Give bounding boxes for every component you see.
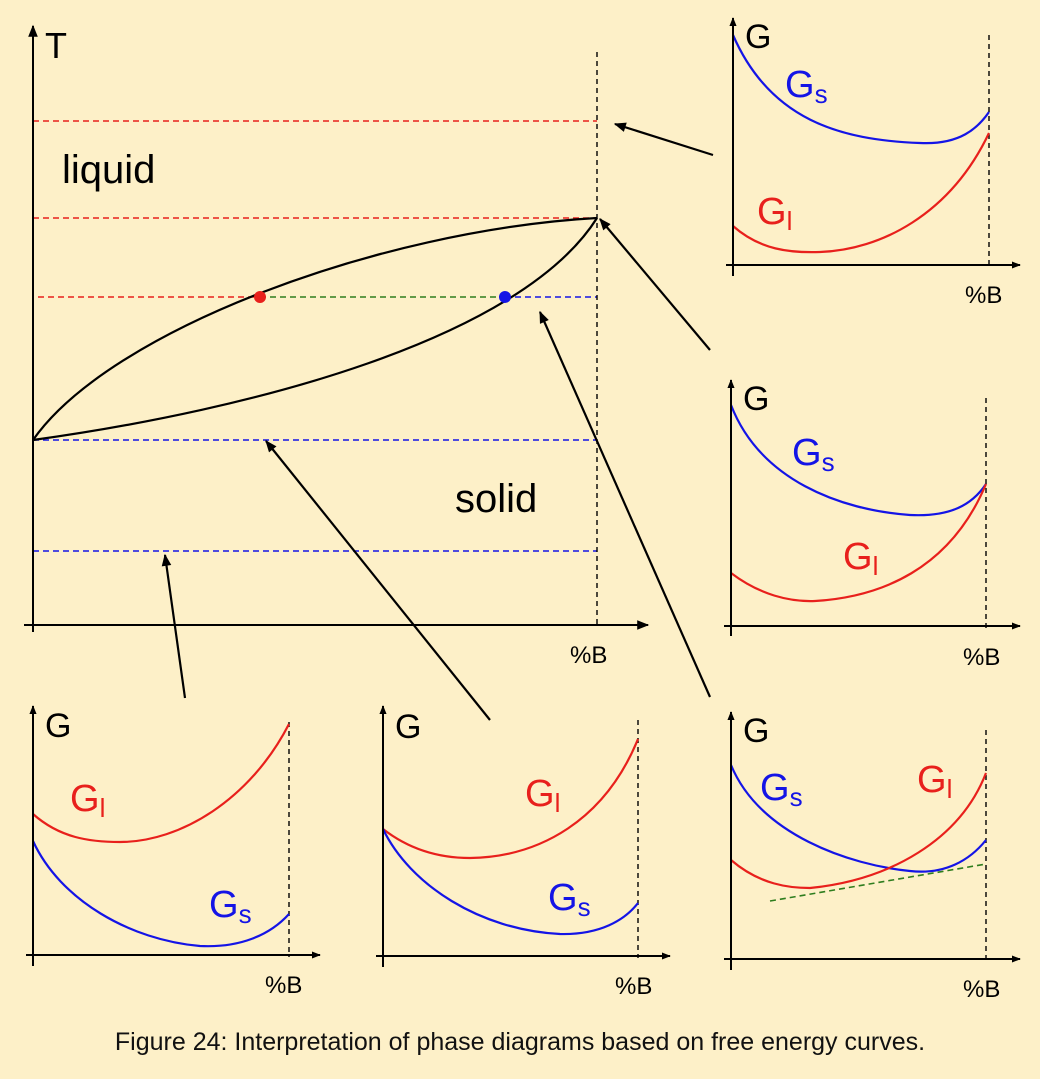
solid-region-label: solid — [455, 477, 537, 521]
panel-top-right: G %B Gs Gl — [726, 17, 1021, 309]
solid-free-energy-curve — [32, 840, 290, 948]
x-axis-label: %B — [265, 972, 302, 999]
solid-curve-label: Gs — [209, 884, 252, 929]
x-axis-label: %B — [963, 976, 1000, 1003]
arrow-bottom-mid — [265, 440, 491, 721]
g-axis-label: G — [395, 708, 421, 746]
liquid-curve-label: Gl — [757, 191, 792, 236]
arrow-mid-right — [599, 218, 711, 351]
x-axis-label: %B — [615, 973, 652, 1000]
common-tangent-line — [769, 863, 987, 902]
liquidus-curve — [32, 216, 598, 441]
g-axis-label: G — [45, 707, 71, 745]
solid-composition-point — [499, 291, 511, 303]
solid-free-energy-curve — [382, 828, 639, 936]
arrow-top-right — [613, 122, 714, 157]
liquid-free-energy-curve — [730, 772, 988, 890]
composition-axis-label: %B — [570, 642, 607, 669]
solid-curve-label: Gs — [548, 877, 591, 922]
panel-bottom-mid: G %B Gl Gs — [376, 705, 671, 1000]
temperature-axis-label: T — [45, 25, 67, 66]
panel-bottom-right: G %B Gs Gl — [724, 711, 1021, 1003]
solid-curve-label: Gs — [785, 64, 828, 109]
solid-free-energy-curve — [731, 34, 990, 145]
liquid-curve-label: Gl — [843, 536, 878, 581]
main-phase-diagram: T %B liquid solid — [24, 24, 650, 669]
x-axis-label: %B — [963, 644, 1000, 671]
solid-free-energy-curve — [729, 404, 987, 517]
liquid-curve-label: Gl — [525, 773, 560, 818]
g-axis-label: G — [743, 712, 769, 750]
correspondence-arrows — [161, 122, 714, 721]
x-axis-label: %B — [965, 282, 1002, 309]
g-axis-label: G — [745, 18, 771, 56]
liquid-curve-label: Gl — [70, 778, 105, 823]
liquid-free-energy-curve — [382, 738, 640, 860]
figure-caption: Figure 24: Interpretation of phase diagr… — [114, 1028, 926, 1056]
liquid-curve-label: Gl — [917, 759, 952, 804]
panel-mid-right: G %B Gs Gl — [724, 379, 1021, 671]
liquid-region-label: liquid — [62, 148, 155, 192]
solid-curve-label: Gs — [760, 767, 803, 812]
liquid-free-energy-curve — [732, 132, 990, 254]
panel-bottom-left: G %B Gl Gs — [26, 705, 321, 999]
solid-curve-label: Gs — [792, 432, 835, 477]
arrow-bottom-left — [161, 553, 187, 699]
liquid-composition-point — [254, 291, 266, 303]
solidus-curve — [32, 217, 598, 442]
liquid-free-energy-curve — [32, 723, 290, 844]
solid-free-energy-curve — [729, 764, 987, 873]
liquid-free-energy-curve — [730, 483, 988, 603]
g-axis-label: G — [743, 380, 769, 418]
arrow-bottom-right — [538, 310, 712, 698]
